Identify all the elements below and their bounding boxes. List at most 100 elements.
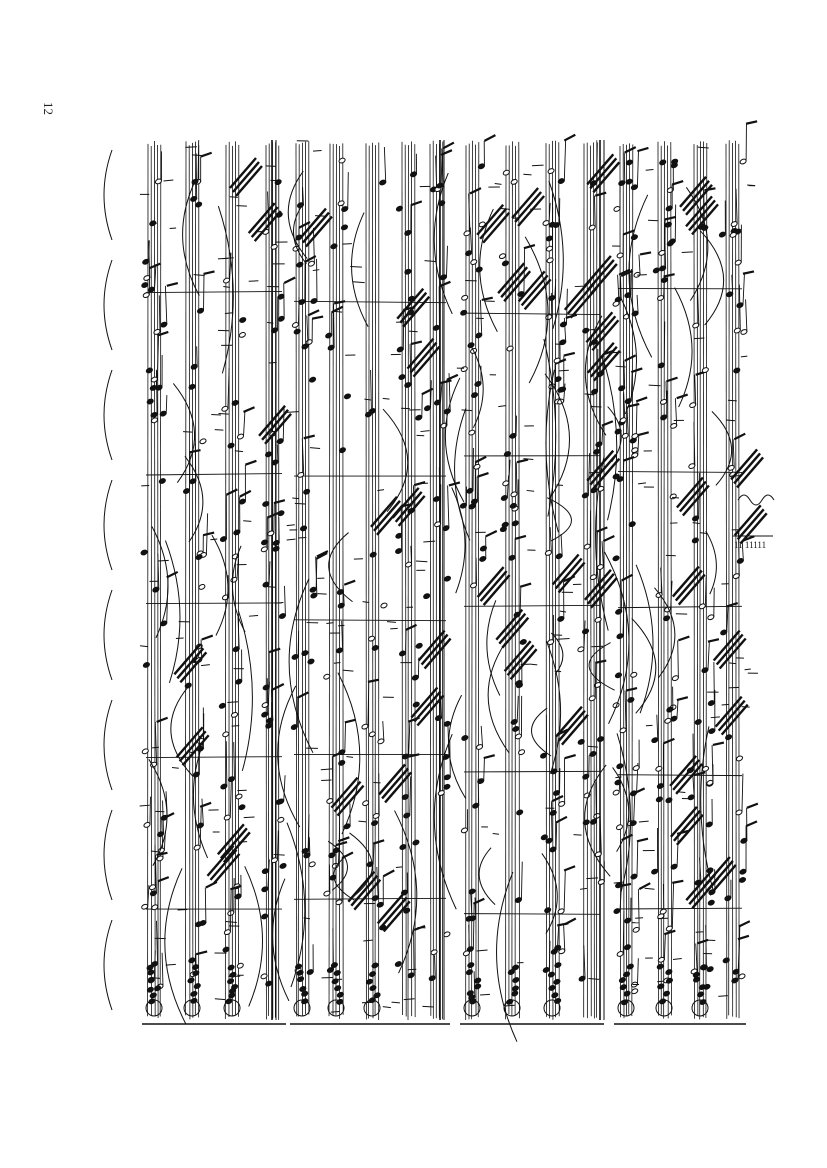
slur	[292, 204, 307, 265]
stem	[446, 245, 448, 278]
notehead	[368, 971, 377, 977]
notehead	[437, 790, 445, 796]
notehead	[691, 537, 699, 544]
notehead	[301, 990, 309, 997]
stem	[344, 722, 346, 753]
ledger-dash	[224, 312, 234, 314]
beam	[229, 157, 257, 189]
ledger-dash	[492, 832, 500, 835]
ledger-dash	[558, 369, 569, 372]
notehead	[502, 169, 510, 176]
ledger-dash	[559, 610, 567, 613]
beam	[714, 695, 743, 728]
beam	[514, 534, 527, 540]
beam	[685, 183, 713, 216]
notehead	[239, 317, 247, 323]
beam	[566, 282, 595, 315]
beam	[305, 215, 333, 248]
stem	[267, 859, 270, 890]
notehead	[631, 433, 639, 439]
slur	[193, 741, 209, 859]
notehead	[623, 990, 631, 997]
stem	[342, 584, 345, 606]
notehead	[277, 293, 285, 300]
ledger-dash	[157, 559, 169, 562]
stem	[599, 810, 602, 855]
ledger-dash	[303, 917, 311, 920]
stem	[693, 422, 696, 467]
barline	[463, 770, 601, 773]
notehead	[554, 962, 562, 968]
notehead	[323, 673, 331, 680]
beam	[253, 210, 282, 242]
staff-line	[590, 145, 592, 1017]
stem	[267, 681, 270, 706]
notehead	[625, 178, 633, 185]
notehead	[627, 696, 635, 703]
notehead	[277, 510, 285, 517]
stem	[738, 926, 741, 972]
notehead	[371, 820, 379, 827]
beam	[675, 476, 704, 509]
ledger-dash	[407, 968, 417, 971]
notehead	[188, 383, 196, 390]
notehead	[307, 658, 315, 665]
notehead	[423, 593, 431, 600]
ledger-dash	[417, 482, 429, 485]
beam	[637, 431, 650, 437]
notehead	[659, 908, 667, 915]
notehead	[479, 545, 487, 552]
staff-line	[297, 144, 300, 1017]
ledger-dash	[149, 222, 157, 225]
beam	[446, 373, 459, 381]
ledger-dash	[424, 260, 436, 262]
beam	[745, 120, 758, 125]
beam	[588, 315, 617, 348]
notehead	[297, 976, 305, 983]
slur	[272, 878, 290, 1002]
slur	[288, 578, 314, 754]
ledger-dash	[223, 285, 230, 288]
beam	[720, 703, 749, 736]
stem	[370, 369, 372, 415]
stem	[622, 600, 625, 637]
slur	[444, 377, 465, 503]
notehead	[147, 969, 155, 976]
margin-slur	[103, 919, 113, 1011]
stem	[704, 576, 707, 607]
stem	[726, 606, 729, 633]
notehead	[333, 970, 341, 976]
beam	[266, 511, 279, 519]
beam	[343, 579, 356, 586]
notehead	[461, 294, 469, 301]
beam	[370, 496, 398, 528]
staff-line	[224, 144, 227, 1020]
staff-line	[670, 141, 672, 1016]
margin-slur	[103, 699, 113, 791]
beam	[406, 337, 435, 370]
notehead	[295, 963, 303, 970]
notehead	[519, 639, 527, 645]
stem	[692, 775, 695, 798]
staff-line	[295, 143, 298, 1017]
notehead	[729, 232, 737, 238]
beam	[685, 869, 714, 901]
notehead	[460, 309, 468, 316]
notation-marks	[103, 120, 775, 1042]
beam	[382, 869, 395, 878]
beam	[712, 629, 741, 662]
notehead	[738, 877, 747, 883]
marginal-fingering: 11 11111	[734, 540, 766, 550]
whole-note-chord	[463, 999, 481, 1017]
staff-line	[374, 145, 377, 1016]
beam	[621, 573, 634, 582]
ledger-dash	[382, 1006, 391, 1009]
stem	[636, 841, 639, 877]
stem	[147, 885, 150, 907]
notehead	[554, 376, 562, 383]
slur	[172, 383, 196, 483]
ledger-dash	[645, 169, 654, 171]
notehead	[236, 962, 244, 969]
beam	[397, 495, 426, 527]
ledger-dash	[169, 227, 177, 229]
